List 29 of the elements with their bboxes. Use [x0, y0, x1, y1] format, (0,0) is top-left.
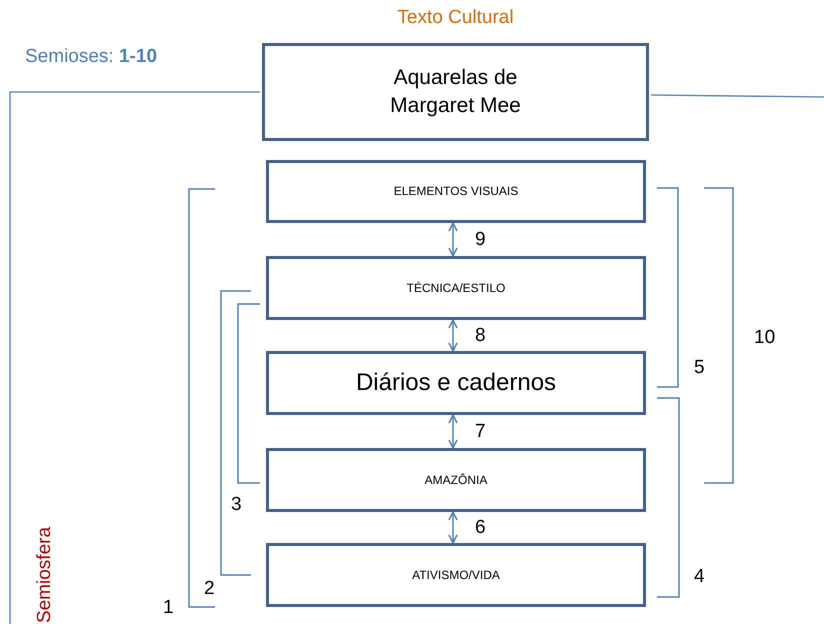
box — [266, 351, 646, 415]
region-label: Semiosfera — [34, 526, 56, 624]
edge-label: 9 — [475, 228, 486, 250]
double-arrow — [448, 222, 458, 257]
box — [266, 256, 646, 320]
box-label: Aquarelas de Margaret Mee — [389, 64, 522, 119]
bracket-number: 3 — [231, 494, 242, 516]
bracket-number: 2 — [204, 578, 215, 600]
box — [266, 160, 646, 223]
bracket-number: 4 — [694, 566, 705, 588]
bracket-number: 10 — [754, 327, 776, 349]
box-label: Diários e cadernos — [356, 368, 556, 398]
bracket-number: 1 — [163, 597, 174, 619]
box-label: ELEMENTOS VISUAIS — [394, 183, 518, 200]
edge-label: 7 — [475, 420, 486, 442]
box-label: AMAZÔNIA — [424, 472, 488, 488]
edge-label: 6 — [475, 516, 486, 538]
edge-label: 8 — [475, 324, 486, 346]
box-label: ATIVISMO/VIDA — [412, 566, 500, 584]
box — [266, 448, 646, 512]
box — [266, 543, 646, 607]
box — [262, 43, 649, 141]
box-label: TÉCNICA/ESTILO — [406, 280, 506, 296]
semiosis-label: Semioses: 1-10 — [25, 46, 158, 68]
heading: Texto Cultural — [397, 7, 514, 29]
bracket-number: 5 — [694, 357, 705, 379]
double-arrow — [448, 319, 458, 352]
double-arrow — [448, 414, 458, 449]
double-arrow — [448, 511, 458, 544]
